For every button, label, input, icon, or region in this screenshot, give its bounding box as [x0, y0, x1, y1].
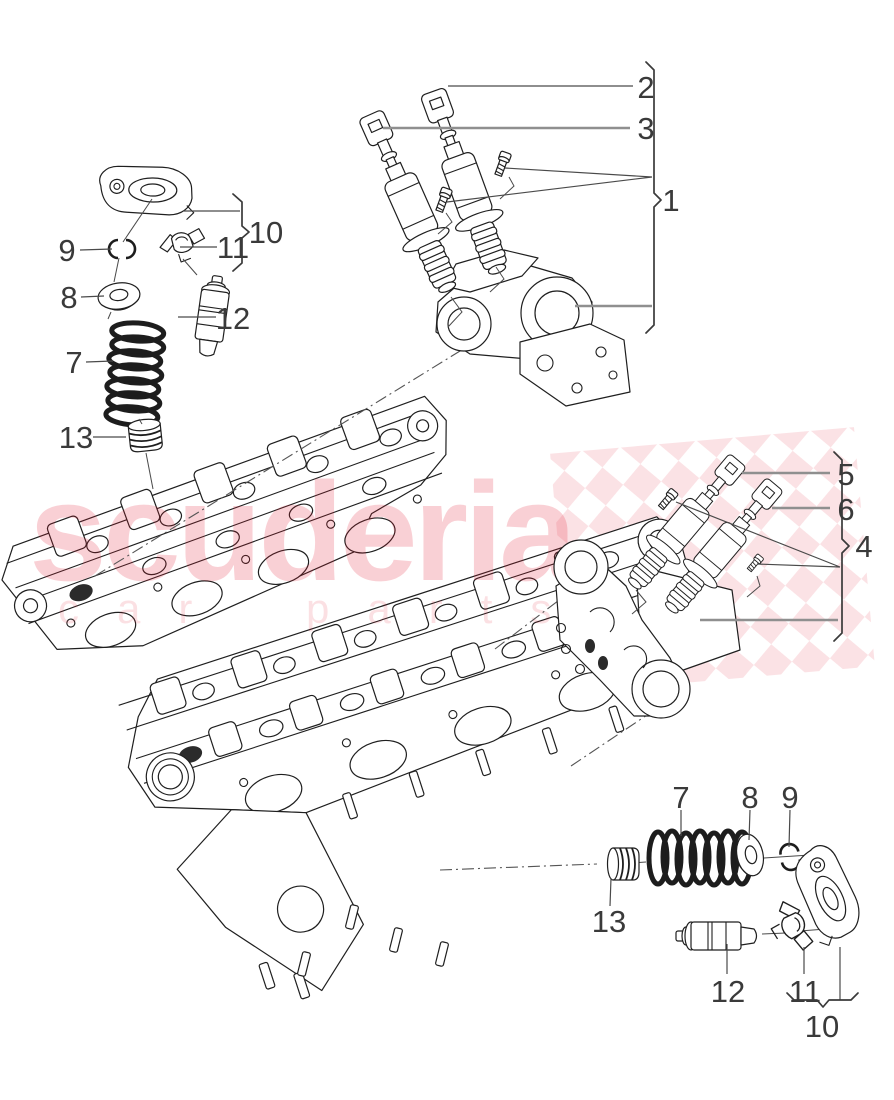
- callout-8-bottom-label: 8: [741, 780, 758, 815]
- bracket-item-10-top: [232, 193, 250, 272]
- retaining-clip-bottom: [764, 896, 815, 958]
- bracket-item-10-bottom: [786, 992, 859, 1008]
- screw-top-1: [492, 150, 513, 178]
- callout-labels: 2 3 1 9 11 10 8 12 7 13 5 6 4 7 8 9 13 1…: [58, 70, 872, 1044]
- camshaft-bracket-top: [435, 249, 631, 407]
- bracket-item-1: [645, 61, 662, 334]
- rocker-arm-left: [94, 156, 201, 224]
- callout-12-bottom-label: 12: [711, 974, 745, 1009]
- callout-13-bottom-label: 13: [592, 904, 626, 939]
- leader-lines: [79, 85, 841, 1000]
- callout-5-label: 5: [837, 457, 854, 492]
- callout-brackets: [232, 61, 859, 1008]
- callout-2-label: 2: [637, 70, 654, 105]
- hydraulic-lifter-bottom: [675, 921, 758, 951]
- watermark-tagline-text: car parts: [58, 585, 589, 632]
- explosion-lines-right: [631, 575, 761, 615]
- callout-12-left-label: 12: [216, 301, 250, 336]
- spring-seat-bottom: [606, 847, 640, 881]
- callout-9-left-label: 9: [58, 233, 75, 268]
- callout-6-label: 6: [837, 492, 854, 527]
- retaining-clip-left: [158, 227, 207, 264]
- spring-seat-left: [126, 416, 164, 454]
- valve-spring-left: [104, 321, 165, 427]
- engine-bank-upper: [1, 395, 447, 650]
- callout-8-left-label: 8: [60, 280, 77, 315]
- bracket-item-4: [833, 451, 850, 642]
- callout-4-label: 4: [855, 529, 872, 564]
- camshaft-bracket-right: [553, 539, 741, 719]
- callout-11-left-label: 11: [217, 230, 249, 265]
- callout-1-label: 1: [662, 183, 679, 218]
- callout-9-bottom-label: 9: [781, 780, 798, 815]
- callout-7-left-label: 7: [65, 345, 82, 380]
- callout-3-label: 3: [637, 111, 654, 146]
- callout-13-left-label: 13: [59, 420, 93, 455]
- valve-keepers-left: [107, 238, 137, 260]
- engine-studs: [297, 904, 449, 977]
- callout-11-bottom-label: 11: [789, 974, 821, 1009]
- callout-7-bottom-label: 7: [672, 780, 689, 815]
- valve-spring-bottom: [649, 831, 751, 885]
- explosion-lines-left: [107, 198, 198, 490]
- callout-10-top-label: 10: [249, 215, 283, 250]
- screw-top-2: [433, 186, 454, 214]
- watermark-brand-text: scuderia: [29, 453, 578, 610]
- callout-10-bottom-label: 10: [805, 1009, 839, 1044]
